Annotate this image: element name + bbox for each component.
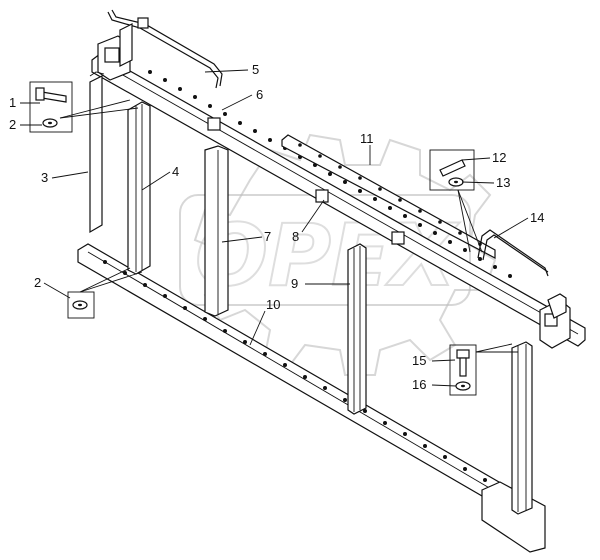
- leader-lines: [20, 69, 529, 387]
- part-12-bolt: [429, 149, 475, 191]
- callout-6: 6: [256, 87, 263, 102]
- part-1-bolt: [35, 87, 67, 103]
- left-end-bracket: [97, 23, 133, 81]
- part-2-washer-top: [42, 118, 58, 128]
- part-7-post: [204, 145, 229, 317]
- right-channel: [511, 341, 533, 515]
- callout-13: 13: [496, 175, 510, 190]
- part-2-washer-lower: [67, 291, 95, 319]
- callout-16: 16: [412, 377, 426, 392]
- part-8-clips: [207, 117, 405, 245]
- callout-7: 7: [264, 229, 271, 244]
- part-14-rod: [477, 229, 549, 277]
- callout-10: 10: [266, 297, 280, 312]
- callout-14: 14: [530, 210, 544, 225]
- callout-2: 2: [9, 117, 16, 132]
- part-16-washer: [455, 381, 471, 391]
- callout-9: 9: [291, 276, 298, 291]
- callout-3: 3: [41, 170, 48, 185]
- watermark: OPEX: [179, 133, 497, 376]
- part-15-bolt: [449, 344, 477, 396]
- callout-2-lower: 2: [34, 275, 41, 290]
- callout-15: 15: [412, 353, 426, 368]
- right-end-bracket: [539, 293, 571, 349]
- part-4-channel: [127, 101, 151, 275]
- fastener-frame-1: [29, 81, 73, 133]
- callout-labels: 1 2 3 4 5 6 7 8 9 10 11 12 13 14 15 16 2: [9, 62, 544, 392]
- callout-5: 5: [252, 62, 259, 77]
- callout-11: 11: [360, 131, 374, 146]
- part-9-channel: [347, 243, 367, 415]
- part-3-flat-strip: [89, 71, 105, 234]
- callout-4: 4: [172, 164, 179, 179]
- part-11-strap: [281, 134, 496, 259]
- callout-8: 8: [292, 229, 299, 244]
- callout-12: 12: [492, 150, 506, 165]
- part-5-upper-rod: [107, 9, 223, 89]
- part-13-washer: [448, 177, 464, 187]
- callout-1: 1: [9, 95, 16, 110]
- watermark-text: OPEX: [195, 206, 460, 306]
